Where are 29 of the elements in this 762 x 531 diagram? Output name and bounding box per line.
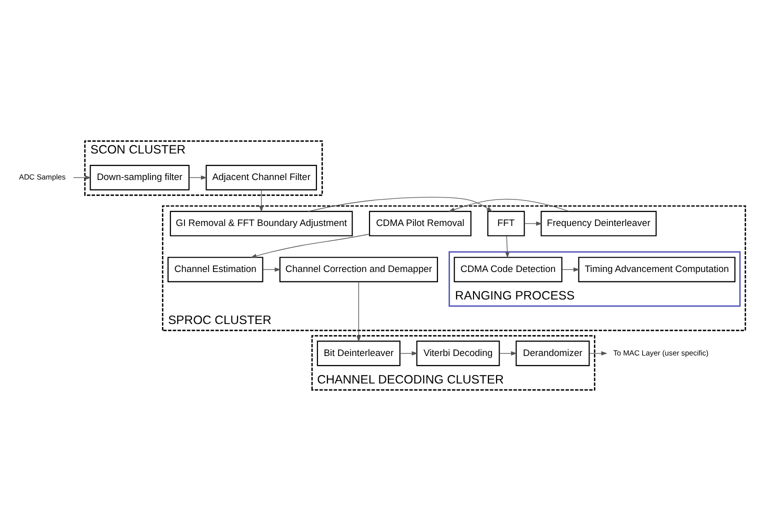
arrow <box>73 175 92 180</box>
node-box: Channel Correction and Demapper <box>279 256 438 282</box>
arrow <box>400 351 418 356</box>
node-text: To MAC Layer (user specific) <box>613 348 709 358</box>
arrow <box>188 175 208 180</box>
node-box: Adjacent Channel Filter <box>206 164 317 190</box>
node-box: Bit Deinterleaver <box>316 340 400 366</box>
arrow <box>505 236 510 258</box>
arrow <box>588 351 608 356</box>
node-box: Channel Estimation <box>168 256 264 282</box>
node-box: Timing Advancement Computation <box>578 256 736 282</box>
arrow <box>562 267 580 272</box>
arrow <box>524 221 542 226</box>
node-box: CDMA Code Detection <box>454 256 562 282</box>
node-box: Viterbi Decoding <box>416 340 500 366</box>
node-box: Frequency Deinterleaver <box>540 210 657 236</box>
node-box: GI Removal & FFT Boundary Adjustment <box>170 210 353 236</box>
arrow <box>448 198 570 212</box>
node-text: ADC Samples <box>19 172 66 182</box>
node-box: FFT <box>487 210 525 236</box>
arrow <box>262 267 281 272</box>
node-box: Down-sampling filter <box>90 164 190 190</box>
arrow <box>356 282 361 342</box>
arrow <box>308 196 493 212</box>
arrow <box>259 190 264 212</box>
arrow <box>250 234 370 258</box>
node-box: Derandomizer <box>516 340 590 366</box>
arrow <box>499 351 518 356</box>
node-box: CDMA Pilot Removal <box>368 210 472 236</box>
